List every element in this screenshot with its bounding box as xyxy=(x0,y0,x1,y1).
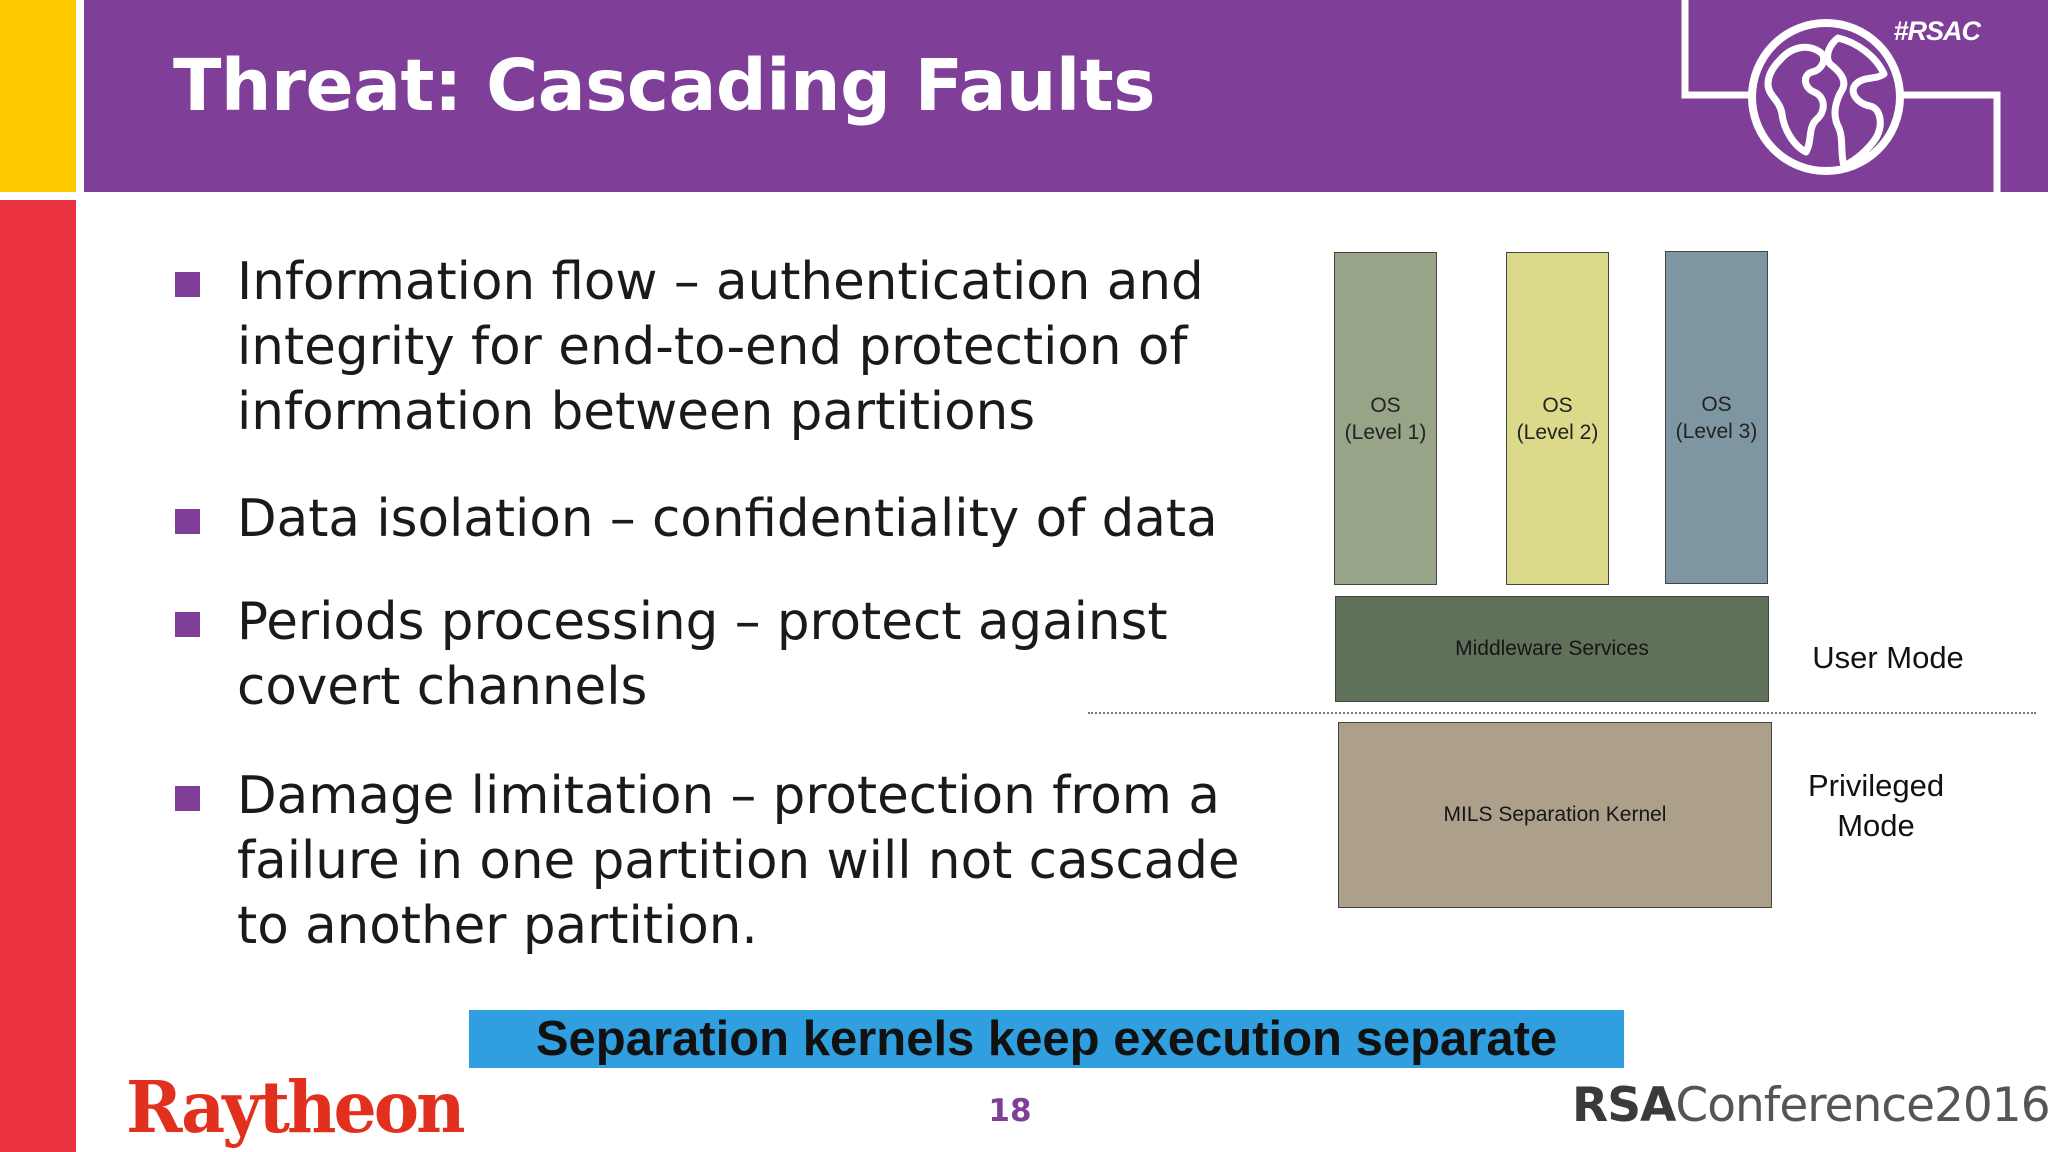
separation-kernel-box: MILS Separation Kernel xyxy=(1338,722,1772,908)
accent-strip-red xyxy=(0,200,76,1152)
bullet-item: Periods processing – protect against cov… xyxy=(172,590,1282,720)
summary-banner xyxy=(469,1010,1624,1068)
bullet-marker xyxy=(175,612,200,637)
os-label: OS xyxy=(1701,392,1732,416)
bullet-text: Information flow – authentication and in… xyxy=(237,252,1204,442)
os-label: OS xyxy=(1370,393,1401,417)
mode-divider-line xyxy=(1088,712,2036,714)
rsa-logo-bold: RSA xyxy=(1572,1078,1676,1133)
accent-strip-yellow xyxy=(0,0,76,192)
globe-icon xyxy=(1681,0,2001,196)
page-number: 18 xyxy=(988,1093,1032,1129)
bullet-text: Damage limitation – protection from a fa… xyxy=(237,766,1240,956)
bullet-text: Data isolation – confidentiality of data xyxy=(237,489,1218,549)
os-level-3-box: OS (Level 3) xyxy=(1665,251,1768,584)
bullet-list: Information flow – authentication and in… xyxy=(172,250,1282,1001)
user-mode-label: User Mode xyxy=(1812,640,1964,675)
os-level-label: (Level 1) xyxy=(1344,420,1427,444)
hashtag-label: #RSAC xyxy=(1893,16,1981,46)
bullet-marker xyxy=(175,272,200,297)
raytheon-logo: Raytheon xyxy=(126,1066,466,1150)
privileged-mode-label: Privileged Mode xyxy=(1788,766,1964,846)
os-level-label: (Level 2) xyxy=(1516,420,1599,444)
slide-title: Threat: Cascading Faults xyxy=(173,44,1155,127)
rsa-logo-rest: Conference2016 xyxy=(1675,1078,2048,1133)
privileged-mode-line1: Privileged xyxy=(1807,768,1945,803)
rsa-conference-logo: RSAConference2016 xyxy=(1572,1078,2048,1133)
middleware-box: Middleware Services xyxy=(1335,596,1769,702)
os-level-1-box: OS (Level 1) xyxy=(1334,252,1437,585)
privileged-mode-line2: Mode xyxy=(1837,808,1915,843)
bullet-item: Data isolation – confidentiality of data xyxy=(172,487,1282,552)
bullet-text: Periods processing – protect against cov… xyxy=(237,592,1168,717)
bullet-marker xyxy=(175,509,200,534)
os-level-2-box: OS (Level 2) xyxy=(1506,252,1609,585)
bullet-marker xyxy=(175,786,200,811)
os-label: OS xyxy=(1542,393,1573,417)
os-level-label: (Level 3) xyxy=(1675,419,1758,443)
bullet-item: Information flow – authentication and in… xyxy=(172,250,1282,445)
summary-banner-text: Separation kernels keep execution separa… xyxy=(535,1012,1558,1066)
bullet-item: Damage limitation – protection from a fa… xyxy=(172,764,1282,959)
